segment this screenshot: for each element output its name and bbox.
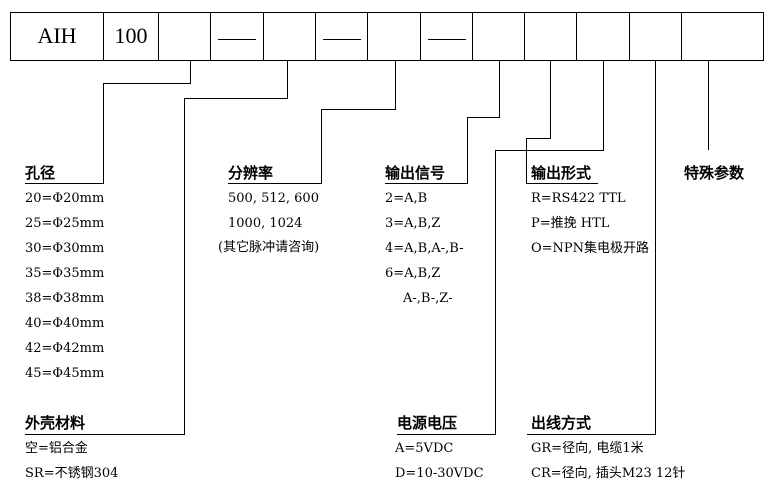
output-signal-option: 6=A,B,Z — [385, 266, 441, 281]
code-box-series: 100 — [114, 23, 148, 48]
bore-option: 38=Φ38mm — [25, 291, 105, 306]
voltage-option: D=10-30VDC — [395, 466, 484, 481]
housing-connector — [25, 60, 288, 435]
bore-option: 42=Φ42mm — [25, 341, 105, 356]
resolution-option: 1000, 1024 — [228, 216, 303, 231]
wiring-option: CR=径向, 插头M23 12针 — [531, 466, 686, 481]
bore-option: 45=Φ45mm — [25, 366, 105, 381]
resolution-option: 500, 512, 600 — [228, 191, 319, 206]
voltage-option: A=5VDC — [395, 441, 454, 456]
output-signal-title: 输出信号 — [385, 164, 446, 182]
bore-title: 孔径 — [25, 164, 56, 182]
bore-connector — [25, 60, 191, 184]
voltage-title: 电源电压 — [397, 414, 458, 432]
housing-option: SR=不锈钢304 — [25, 466, 119, 481]
resolution-note: (其它脉冲请咨询) — [218, 240, 320, 255]
wiring-title: 出线方式 — [531, 414, 592, 432]
output-form-option: O=NPN集电极开路 — [531, 241, 650, 256]
housing-title: 外壳材料 — [25, 414, 86, 432]
output-form-option: P=推挽 HTL — [531, 216, 610, 231]
code-box-separator — [211, 12, 263, 60]
wiring-option: GR=径向, 电缆1米 — [531, 441, 644, 456]
code-box-frame — [10, 12, 764, 61]
bore-option: 35=Φ35mm — [25, 266, 105, 281]
output-signal-option: 2=A,B — [385, 191, 428, 206]
output-signal-connector — [385, 60, 500, 184]
output-signal-option: 3=A,B,Z — [385, 216, 441, 231]
bore-option: 30=Φ30mm — [25, 241, 105, 256]
bore-option: 40=Φ40mm — [25, 316, 105, 331]
resolution-connector — [228, 60, 396, 184]
output-form-option: R=RS422 TTL — [531, 191, 626, 206]
output-form-connector — [526, 60, 598, 184]
output-signal-option: 4=A,B,A-,B- — [385, 241, 464, 256]
code-box-separator — [316, 12, 367, 60]
bore-option: 20=Φ20mm — [25, 191, 105, 206]
resolution-title: 分辨率 — [228, 164, 274, 182]
code-box-separator — [421, 12, 472, 60]
special-params-title: 特殊参数 — [684, 164, 745, 182]
wiring-connector — [527, 60, 656, 435]
voltage-connector — [397, 60, 604, 435]
bore-option: 25=Φ25mm — [25, 216, 105, 231]
housing-option: 空=铝合金 — [25, 441, 88, 456]
code-box-prefix: AIH — [37, 23, 77, 48]
output-form-title: 输出形式 — [531, 164, 592, 182]
output-signal-option-continued: A-,B-,Z- — [403, 291, 453, 306]
